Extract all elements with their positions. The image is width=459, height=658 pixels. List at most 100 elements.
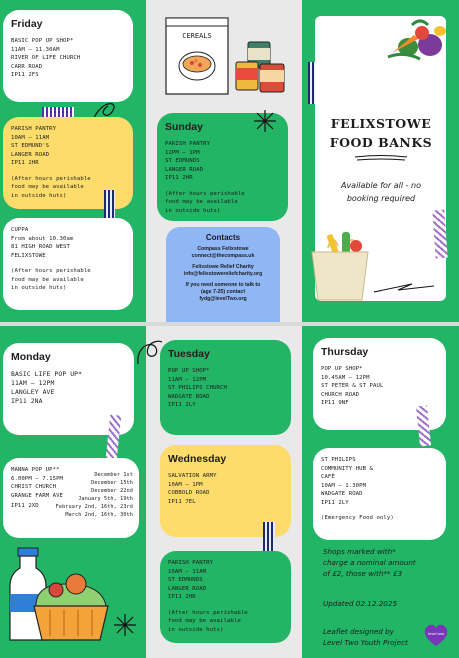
cuppa-line: FELIXSTOWE bbox=[11, 252, 46, 259]
contact-line: Felixstowe Relief Charity bbox=[192, 264, 254, 270]
wednesday-card: Wednesday SALVATION ARMY 10AM – 1PM COBB… bbox=[160, 445, 291, 537]
navy-tape-decoration bbox=[104, 190, 115, 232]
cuppa-note: in outside huts) bbox=[11, 285, 67, 291]
cuppa-note: food may be available bbox=[11, 276, 84, 283]
cuppa-line: CUPPA bbox=[11, 227, 29, 233]
st-philips-line: IP11 2LY bbox=[321, 499, 349, 506]
thursday-line: 10.45AM – 12PM bbox=[321, 374, 370, 381]
pantry-note: in outside huts) bbox=[168, 626, 224, 633]
friday-line: CARR ROAD bbox=[11, 63, 43, 70]
pantry-note: food may be available bbox=[168, 618, 241, 624]
st-philips-line: CAFÉ bbox=[321, 474, 335, 480]
wednesday-line: COBBOLD ROAD bbox=[168, 490, 210, 496]
tuesday-line: 11AM – 12PM bbox=[168, 376, 207, 383]
manna-date: March 2nd, 16th, 30th bbox=[65, 512, 133, 518]
tuesday-heading: Tuesday bbox=[168, 348, 210, 360]
st-philips-line: WADGATE ROAD bbox=[321, 491, 363, 497]
title-underline-decoration bbox=[354, 155, 408, 161]
pantry-line: ST EDMUNDS bbox=[168, 577, 203, 583]
pantry-line: PARISH PANTRY bbox=[11, 126, 57, 132]
monday-heading: Monday bbox=[11, 351, 51, 363]
manna-line: 6.00PM – 7.15PM bbox=[11, 475, 64, 482]
designed-by-line: Leaflet designed by bbox=[323, 627, 394, 636]
contact-line: (age 7-25) contact bbox=[200, 289, 246, 295]
contact-email[interactable]: connect@thecompass.uk bbox=[191, 253, 255, 259]
wednesday-line: 10AM – 1PM bbox=[168, 481, 203, 488]
shops-note-line: of £2, those with** £3 bbox=[323, 569, 403, 578]
wednesday-line: SALVATION ARMY bbox=[168, 473, 217, 479]
st-philips-note: (Emergency Food only) bbox=[321, 515, 394, 521]
contact-line: If you need someone to talk to bbox=[185, 282, 261, 288]
tuesday-card: Tuesday POP UP SHOP* 11AM – 12PM ST PHIL… bbox=[160, 340, 291, 435]
cover-subtitle-line2: booking required bbox=[346, 194, 416, 203]
cover-subtitle-line1: Available for all - no bbox=[340, 181, 422, 190]
sunday-note: food may be available bbox=[165, 199, 238, 205]
shops-note-line: Shops marked with* bbox=[323, 547, 396, 556]
monday-line: BASIC LIFE POP UP* bbox=[11, 370, 83, 378]
pantry-note: food may be available bbox=[11, 184, 84, 190]
friday-heading: Friday bbox=[11, 18, 43, 30]
designed-by-line: Level Two Youth Project bbox=[323, 638, 408, 647]
star-sparkle-decoration bbox=[114, 614, 136, 636]
scribble-line-decoration bbox=[373, 283, 435, 293]
friday-line: IP11 2FS bbox=[11, 72, 39, 78]
vegetables-illustration bbox=[387, 19, 446, 61]
sunday-line: LANGER ROAD bbox=[165, 166, 204, 173]
level-two-logo-text: level two bbox=[428, 632, 444, 636]
manna-line: MANNA POP UP** bbox=[11, 467, 60, 473]
thursday-line: ST PETER & ST PAUL bbox=[321, 383, 384, 389]
contact-line: Compass Felixstowe bbox=[197, 246, 249, 252]
contact-email[interactable]: info@felixstowereliefcharity.org bbox=[183, 271, 263, 277]
st-philips-line: ST PHILIPS bbox=[321, 457, 356, 463]
pantry-note: (After hours perishable bbox=[168, 609, 248, 616]
monday-line: 11AM – 12PM bbox=[11, 379, 55, 387]
pantry-line: 10AM – 11AM bbox=[168, 568, 207, 575]
monday-card: Monday BASIC LIFE POP UP* 11AM – 12PM LA… bbox=[3, 343, 134, 435]
cover-title-line1: FELIXSTOWE bbox=[330, 116, 432, 131]
manna-date: January 5th, 19th bbox=[78, 496, 133, 502]
pantry-line: IP11 2HR bbox=[11, 160, 39, 166]
cuppa-card: CUPPA From about 10.30am 81 HIGH ROAD WE… bbox=[3, 218, 133, 310]
wednesday-line: IP11 7EL bbox=[168, 498, 196, 505]
manna-date: December 15th bbox=[91, 480, 133, 486]
sunday-line: PARISH PANTRY bbox=[165, 141, 211, 147]
sunday-card: Sunday PARISH PANTRY 12PM – 1PM ST EDMUN… bbox=[157, 113, 288, 221]
cuppa-line: 81 HIGH ROAD WEST bbox=[11, 244, 70, 250]
milk-and-basket-illustration bbox=[9, 547, 109, 641]
manna-date: February 2nd, 16th, 23rd bbox=[55, 504, 133, 510]
manna-date: December 22nd bbox=[91, 488, 133, 494]
sunday-line: 12PM – 1PM bbox=[165, 149, 200, 156]
manna-line: CHRIST CHURCH bbox=[11, 484, 57, 490]
wednesday-heading: Wednesday bbox=[168, 453, 227, 465]
cover-title-line2: FOOD BANKS bbox=[329, 135, 433, 150]
shops-note-line: charge a nominal amount bbox=[323, 558, 416, 567]
manna-line: GRANGE FARM AVE bbox=[11, 492, 64, 499]
contact-email[interactable]: fydg@levelTwo.org bbox=[199, 296, 247, 302]
pantry-note: (After hours perishable bbox=[11, 175, 91, 182]
monday-line: IP11 2NA bbox=[11, 397, 43, 405]
cuppa-note: (After hours perishable bbox=[11, 268, 91, 274]
tuesday-line: ST PHILIPS CHURCH bbox=[168, 385, 227, 391]
grocery-bag-illustration bbox=[311, 232, 369, 301]
pantry-line: IP11 2HR bbox=[168, 594, 196, 600]
manna-card: MANNA POP UP** 6.00PM – 7.15PM CHRIST CH… bbox=[3, 458, 139, 538]
friday-line: BASIC POP UP SHOP* bbox=[11, 38, 74, 44]
st-philips-line: COMMUNITY HUB & bbox=[321, 465, 374, 472]
friday-card: Friday BASIC POP UP SHOP* 11AM – 11.30AM… bbox=[3, 10, 133, 102]
tuesday-line: WADGATE ROAD bbox=[168, 393, 210, 400]
updated-date: Updated 02.12.2025 bbox=[323, 599, 398, 608]
st-philips-line: 10AM – 1.30PM bbox=[321, 482, 367, 489]
tuesday-line: POP UP SHOP* bbox=[168, 368, 210, 374]
contacts-heading: Contacts bbox=[205, 233, 241, 242]
friday-line: RIVER OF LIFE CHURCH bbox=[11, 55, 81, 61]
sunday-heading: Sunday bbox=[165, 121, 203, 133]
squiggle-decoration bbox=[93, 103, 115, 119]
cuppa-line: From about 10.30am bbox=[11, 235, 74, 242]
pantry-line: 10AM – 11AM bbox=[11, 134, 50, 141]
pantry-line: ST EDMUND'S bbox=[11, 143, 50, 149]
pantry-line: LANGER ROAD bbox=[168, 585, 207, 592]
manna-line: IP11 2XD bbox=[11, 503, 39, 509]
st-philips-card: ST PHILIPS COMMUNITY HUB & CAFÉ 10AM – 1… bbox=[313, 448, 446, 540]
parish-pantry-wednesday-card: PARISH PANTRY 10AM – 11AM ST EDMUNDS LAN… bbox=[160, 551, 291, 643]
monday-line: LANGLEY AVE bbox=[11, 388, 55, 396]
